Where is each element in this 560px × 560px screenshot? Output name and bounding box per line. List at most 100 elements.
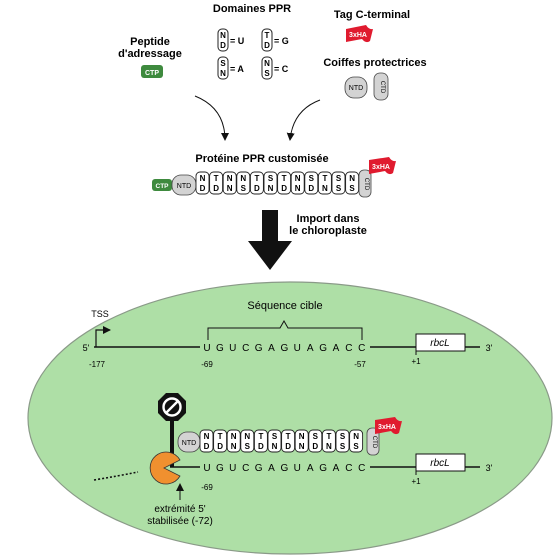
rna-base: G [216, 463, 224, 474]
ppr-module: SN [267, 429, 282, 453]
module-bottom-residue: S [241, 184, 247, 193]
ppr-module-body [308, 429, 323, 453]
ppr-module: NN [226, 429, 241, 453]
targeting-peptide-line2: d'adressage [118, 48, 182, 60]
import-label-line1: Import dans [297, 213, 360, 225]
ppr-module: SD [308, 429, 323, 453]
rna-base: G [281, 343, 289, 354]
module-bottom-residue: D [285, 442, 291, 451]
rule-base: = A [230, 64, 244, 74]
rna-base: A [333, 343, 340, 354]
ppr-module: TD [281, 429, 296, 453]
coord-plus1: +1 [411, 357, 421, 366]
ppr-module: TN [321, 429, 336, 453]
ppr-module: TD [249, 171, 264, 195]
module-bottom-residue: N [322, 184, 328, 193]
ppr-module-body [222, 171, 237, 195]
bound-tag-label: 3xHA [378, 424, 396, 431]
rule-top-residue: N [220, 31, 226, 40]
target-bracket [207, 319, 363, 340]
rule-bottom-residue: D [220, 41, 226, 50]
ppr-module: NS [349, 429, 364, 453]
ppr-module-body [349, 429, 364, 453]
ntd-label: NTD [177, 183, 191, 190]
rna-base: G [319, 463, 327, 474]
coord-minus69-bottom: -69 [201, 483, 213, 492]
rna-base: U [203, 463, 210, 474]
module-bottom-residue: D [217, 442, 223, 451]
module-top-residue: S [309, 174, 315, 183]
module-bottom-residue: D [254, 184, 260, 193]
legend-ctp: CTP [141, 65, 163, 78]
rule-base: = C [274, 64, 289, 74]
ctp-block [152, 179, 172, 191]
module-top-residue: N [353, 432, 359, 441]
ppr-module-body [267, 429, 282, 453]
code-rule: NS = C [261, 56, 289, 80]
rna1-three-prime: 3' [486, 343, 493, 353]
coord-plus1-bottom: +1 [411, 477, 421, 486]
blocker-stalk [170, 421, 174, 467]
ppr-module-body [277, 171, 292, 195]
module-top-residue: S [268, 174, 274, 183]
rna2-three-prime: 3' [486, 463, 493, 473]
module-top-residue: N [244, 432, 250, 441]
rna-base: C [358, 463, 365, 474]
module-top-residue: N [349, 174, 355, 183]
rna-base: G [255, 343, 263, 354]
bound-ntd-label: NTD [182, 440, 196, 447]
ppr-module: SS [331, 171, 346, 195]
module-top-residue: N [299, 432, 305, 441]
ppr-module-body [317, 171, 332, 195]
rule-bottom-residue: S [264, 69, 270, 78]
rbcl-box-2 [415, 453, 466, 472]
module-top-residue: N [204, 432, 210, 441]
legend-tag-flag: 3xHA [346, 25, 373, 43]
rna-base: C [242, 343, 249, 354]
rule-top-residue: N [264, 59, 270, 68]
ppr-module-body [290, 171, 305, 195]
module-top-residue: N [231, 432, 237, 441]
ppr-module-body [331, 171, 346, 195]
coord-minus69: -69 [201, 360, 213, 369]
ctp-label: CTP [156, 183, 170, 190]
ppr-domains-title: Domaines PPR [213, 3, 291, 15]
module-top-residue: T [282, 174, 287, 183]
rna-base: U [229, 343, 236, 354]
rbcl-box-1 [415, 333, 466, 352]
module-top-residue: S [336, 174, 342, 183]
rule-top-residue: T [265, 31, 270, 40]
ppr-module-body [253, 429, 268, 453]
module-bottom-residue: N [231, 442, 237, 451]
coord-minus57: -57 [354, 360, 366, 369]
rna-base: A [268, 463, 275, 474]
ppr-module: NN [290, 171, 305, 195]
ppr-module-body [226, 429, 241, 453]
legend-ntd-label: NTD [349, 85, 363, 92]
ppr-module: NS [345, 171, 360, 195]
ppr-module: TD [253, 429, 268, 453]
ppr-module: TD [209, 171, 224, 195]
rna-base: A [307, 343, 314, 354]
ppr-module-body [281, 429, 296, 453]
ppr-module-body [236, 171, 251, 195]
module-bottom-residue: N [299, 442, 305, 451]
module-bottom-residue: S [340, 442, 346, 451]
legend-ctp-label: CTP [145, 70, 159, 77]
module-top-residue: T [254, 174, 259, 183]
legend-ctd: CTD [373, 72, 389, 101]
rna-base: A [268, 343, 275, 354]
ppr-module-body [249, 171, 264, 195]
rna-base: U [294, 343, 301, 354]
rule-base: = G [274, 36, 289, 46]
custom-protein-title: Protéine PPR customisée [195, 153, 328, 165]
ppr-module: TD [213, 429, 228, 453]
ppr-module-body [263, 171, 278, 195]
module-top-residue: T [258, 432, 263, 441]
module-top-residue: N [227, 174, 233, 183]
protective-caps-title: Coiffes protectrices [323, 57, 426, 69]
right-curved-arrow [286, 99, 321, 141]
